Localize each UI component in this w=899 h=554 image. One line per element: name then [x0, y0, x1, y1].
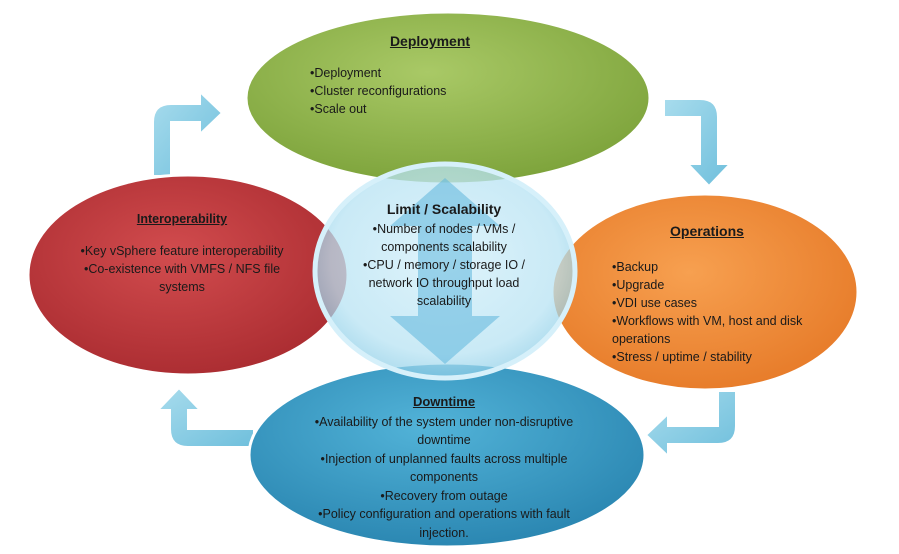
scalability-item: CPU / memory / storage IO / network IO t…: [354, 256, 534, 310]
interoperability-item: Key vSphere feature interoperability: [62, 242, 302, 260]
interoperability-title: Interoperability: [136, 212, 228, 226]
arrow-downtime-to-interop: [155, 386, 255, 448]
scalability-node: Limit / Scalability Number of nodes / VM…: [354, 200, 534, 310]
operations-item: Stress / uptime / stability: [612, 348, 812, 366]
downtime-node: Downtime Availability of the system unde…: [312, 393, 576, 542]
downtime-item: Injection of unplanned faults across mul…: [312, 450, 576, 487]
downtime-item: Recovery from outage: [312, 487, 576, 506]
deployment-item: Cluster reconfigurations: [310, 82, 590, 100]
operations-item: VDI use cases: [612, 294, 812, 312]
interoperability-item: Co-existence with VMFS / NFS file system…: [62, 260, 302, 296]
operations-title: Operations: [670, 223, 744, 239]
deployment-item: Scale out: [310, 100, 590, 118]
arrow-interop-to-deployment: [152, 89, 224, 177]
deployment-title: Deployment: [389, 33, 471, 49]
deployment-node: Deployment Deployment Cluster reconfigur…: [310, 32, 590, 118]
scalability-title: Limit / Scalability: [386, 201, 502, 217]
downtime-title: Downtime: [412, 394, 476, 409]
scalability-item: Number of nodes / VMs / components scala…: [354, 220, 534, 256]
downtime-item: Availability of the system under non-dis…: [312, 413, 576, 450]
arrow-operations-to-downtime: [644, 390, 737, 459]
operations-item: Upgrade: [612, 276, 812, 294]
downtime-item: Policy configuration and operations with…: [312, 505, 576, 542]
operations-item: Workflows with VM, host and disk operati…: [612, 312, 812, 348]
deployment-item: Deployment: [310, 64, 590, 82]
interoperability-node: Interoperability Key vSphere feature int…: [62, 210, 302, 296]
arrow-deployment-to-operations: [663, 98, 733, 188]
operations-node: Operations Backup Upgrade VDI use cases …: [612, 222, 812, 366]
operations-item: Backup: [612, 258, 812, 276]
